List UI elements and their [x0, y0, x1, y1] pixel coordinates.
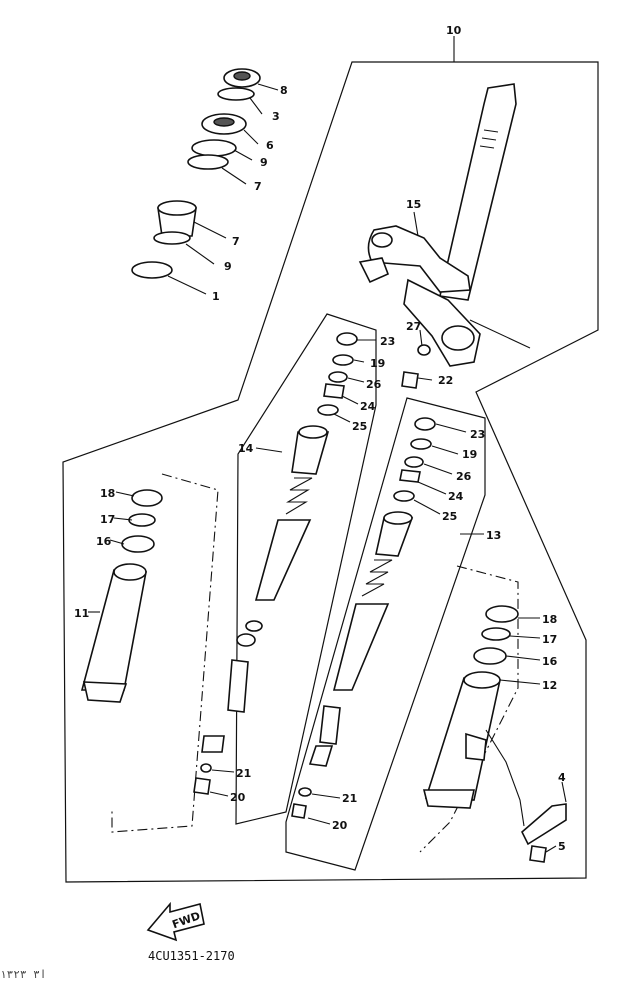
fork-right-boundary: [285, 397, 486, 871]
callout-18: 18: [542, 613, 557, 626]
steering-stem: [358, 83, 531, 367]
callout-19: 19: [370, 357, 385, 370]
inner-fork-right: [291, 417, 436, 819]
callout-8: 8: [280, 84, 288, 97]
callout-labels: 10 8 3 6 9 7 7 9 1 15 27 22 23 19 26 24 …: [74, 24, 566, 853]
callout-9: 9: [260, 156, 268, 169]
outer-tube-right-boundary: [419, 565, 519, 853]
callout-26: 26: [456, 470, 472, 483]
callout-20: 20: [230, 791, 246, 804]
callout-16: 16: [542, 655, 558, 668]
callout-20: 20: [332, 819, 348, 832]
bolt-27-22: [401, 344, 431, 389]
callout-25: 25: [442, 510, 457, 523]
callout-22: 22: [438, 374, 453, 387]
fwd-arrow-icon: FWD: [146, 901, 205, 942]
callout-17: 17: [542, 633, 557, 646]
outer-tube-right: [422, 605, 519, 809]
callout-3: 3: [272, 110, 280, 123]
callout-18: 18: [100, 487, 115, 500]
callout-6: 6: [266, 139, 274, 152]
callout-14: 14: [238, 442, 254, 455]
bracket-4: [485, 729, 567, 863]
corner-mark: ا٣ ١٣٢٣: [0, 968, 46, 981]
outer-tube-left: [80, 489, 163, 703]
callout-10: 10: [446, 24, 462, 37]
callout-21: 21: [236, 767, 251, 780]
callout-13: 13: [486, 529, 501, 542]
callout-27: 27: [406, 320, 421, 333]
callout-5: 5: [558, 840, 566, 853]
callout-1: 1: [212, 290, 220, 303]
callout-23: 23: [470, 428, 485, 441]
callout-21: 21: [342, 792, 357, 805]
callout-16: 16: [96, 535, 112, 548]
callout-11: 11: [74, 607, 89, 620]
callout-19: 19: [462, 448, 477, 461]
leader-lines: [88, 36, 567, 853]
callout-24: 24: [360, 400, 376, 413]
callout-7: 7: [232, 235, 240, 248]
callout-4: 4: [558, 771, 566, 784]
callout-26: 26: [366, 378, 382, 391]
outer-tube-left-boundary: [111, 473, 219, 833]
callout-9: 9: [224, 260, 232, 273]
callout-15: 15: [406, 198, 421, 211]
catalog-number: 4CU1351-2170: [148, 949, 235, 963]
top-nut-stack: [131, 68, 261, 279]
callout-23: 23: [380, 335, 395, 348]
callout-17: 17: [100, 513, 115, 526]
inner-fork-left: [193, 332, 358, 795]
assembly-boundary: [62, 61, 599, 883]
callout-7: 7: [254, 180, 262, 193]
callout-25: 25: [352, 420, 367, 433]
fork-left-boundary: [235, 313, 377, 825]
callout-24: 24: [448, 490, 464, 503]
callout-12: 12: [542, 679, 557, 692]
